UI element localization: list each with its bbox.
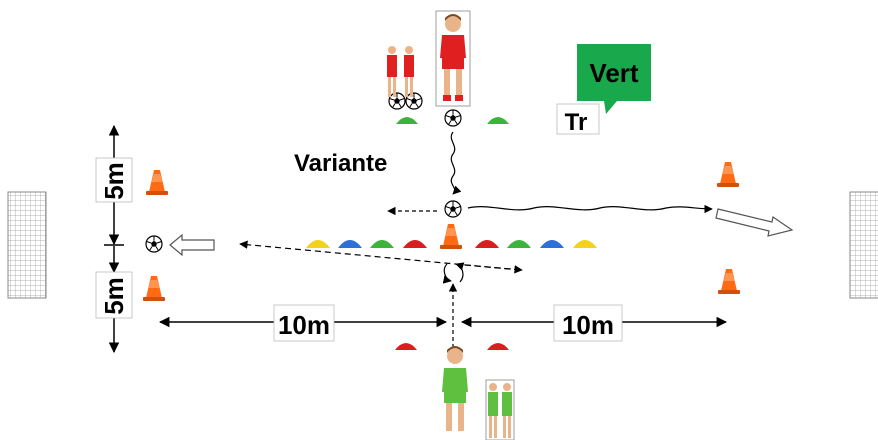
marker-icon	[395, 343, 417, 350]
speech-bubble: Vert	[577, 44, 651, 114]
cone-icon	[143, 276, 165, 301]
distance-right-label: 10m	[562, 310, 614, 340]
marker-green-icon	[370, 240, 394, 248]
marker-blue-icon	[338, 240, 362, 248]
ball-icon	[145, 235, 163, 253]
diagram-title: Variante	[294, 150, 387, 177]
goal-left-icon	[7, 191, 47, 299]
ball-icon	[444, 200, 462, 218]
cone-icon	[440, 224, 462, 249]
ball-icon	[405, 92, 423, 110]
svg-text:Vert: Vert	[589, 58, 638, 88]
goal-right-icon	[849, 191, 878, 299]
cone-icon	[717, 162, 739, 187]
marker-icon	[487, 343, 509, 350]
marker-green-icon	[507, 240, 531, 248]
marker-icon	[396, 117, 418, 124]
cone-icon	[146, 170, 168, 195]
marker-blue-icon	[540, 240, 564, 248]
marker-row	[306, 240, 597, 248]
width-bottom-label: 5m	[99, 277, 129, 315]
distance-left-label: 10m	[278, 310, 330, 340]
cone-icon	[718, 269, 740, 294]
player-green-icon	[442, 346, 468, 431]
marker-yellow-icon	[306, 240, 330, 248]
arrow-icon	[715, 208, 794, 237]
marker-red-icon	[403, 240, 427, 248]
width-top-label: 5m	[99, 162, 129, 200]
arrow-icon	[169, 233, 215, 257]
width-measure-lines	[104, 124, 124, 354]
marker-yellow-icon	[573, 240, 597, 248]
tag-label: Tr	[565, 109, 588, 136]
player-red-small-icon	[387, 46, 414, 97]
marker-icon	[487, 117, 509, 124]
marker-red-icon	[475, 240, 499, 248]
player-green-small-icon	[485, 379, 515, 440]
ball-icon	[388, 92, 406, 110]
movement-arrows	[239, 131, 713, 348]
ball-icon	[444, 109, 462, 127]
player-red-icon	[435, 10, 471, 107]
